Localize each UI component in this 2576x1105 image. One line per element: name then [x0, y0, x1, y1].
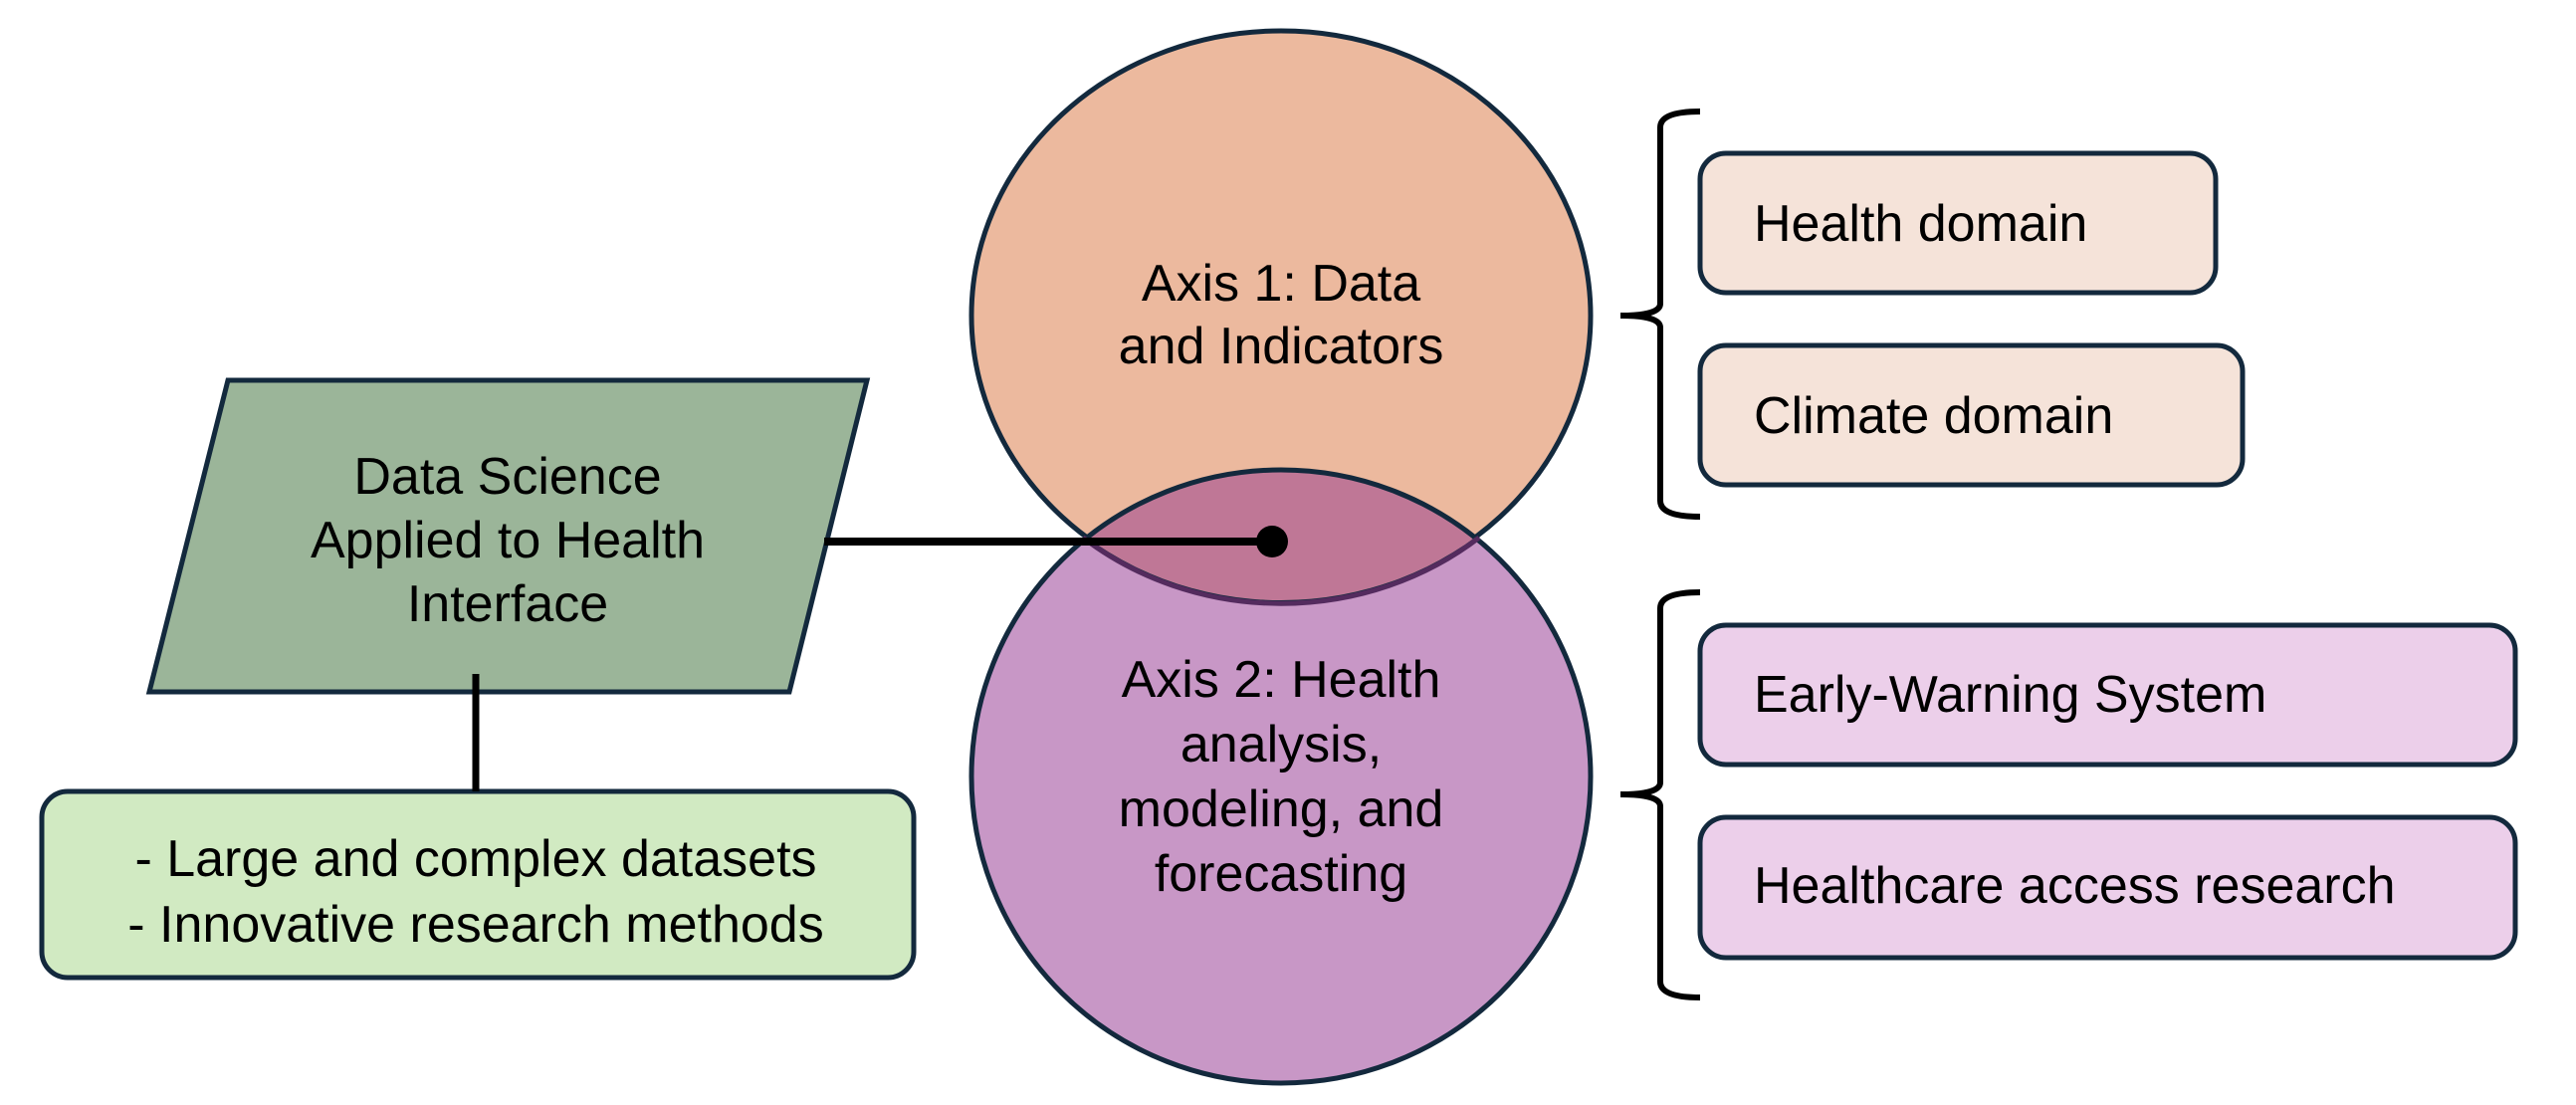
axis2-item-early-warning-box [1697, 622, 2518, 768]
axis1-label: Axis 1: Data and Indicators [1082, 253, 1480, 378]
overlap-arc [1081, 536, 1481, 606]
axis2-label-line: Axis 2: Health [1121, 651, 1441, 709]
axis1-label-line: Axis 1: Data [1141, 255, 1421, 313]
axis2-brace [1619, 589, 1701, 1000]
interface-parallelogram [145, 377, 871, 695]
axis2-item-early-warning-system: Early-Warning System [1754, 666, 2267, 724]
features-item: - Innovative research methods [127, 896, 824, 954]
axis1-item-health-domain-box [1697, 150, 2219, 296]
connector-dot [1256, 526, 1288, 557]
axis2-label-line: analysis, [1180, 716, 1383, 774]
axis1-item-climate-domain-box [1697, 342, 2246, 488]
interface-label-line: Applied to Health [310, 512, 706, 569]
axis2-item-healthcare-access-research: Healthcare access research [1754, 857, 2396, 915]
interface-label: Data Science Applied to Health Interface [309, 445, 707, 636]
axis1-item-climate-domain: Climate domain [1754, 387, 2114, 445]
interface-label-line: Interface [406, 575, 609, 633]
axis1-item-health-domain: Health domain [1754, 195, 2088, 253]
axis2-item-healthcare-access-box [1697, 814, 2518, 961]
axis2-label-line: forecasting [1154, 845, 1408, 903]
overlap-region [971, 467, 1591, 600]
axis1-brace [1619, 109, 1701, 520]
features-item: - Large and complex datasets [134, 830, 817, 888]
axis2-label: Axis 2: Health analysis, modeling, and f… [1082, 648, 1480, 907]
interface-label-line: Data Science [353, 448, 662, 506]
axis2-label-line: modeling, and [1118, 780, 1444, 838]
axis1-label-line: and Indicators [1118, 318, 1444, 375]
features-label: - Large and complex datasets - Innovativ… [78, 826, 874, 958]
